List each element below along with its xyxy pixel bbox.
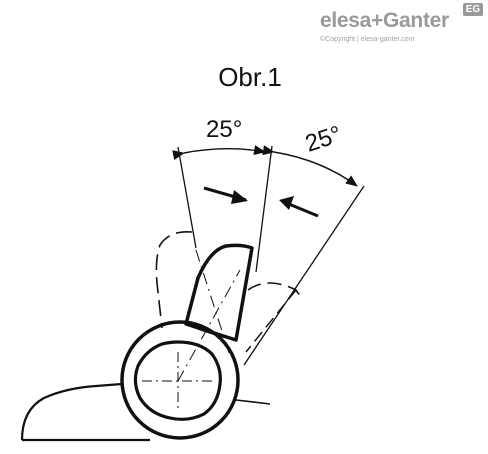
base-plate-right — [235, 399, 271, 405]
brand-logo: elesa+Ganter EG ©Copyright | elesa-gante… — [320, 3, 485, 53]
dimension-arc-left — [172, 145, 266, 160]
extension-line-left — [177, 146, 197, 249]
angle-label-left: 25° — [206, 116, 243, 143]
motion-arrow-right-head — [279, 196, 294, 210]
figure-title: Obr.1 — [218, 62, 282, 92]
extension-line-right — [243, 185, 365, 366]
copyright-notice: ©Copyright | elesa-ganter.com — [320, 36, 415, 43]
lever-body — [184, 243, 254, 342]
hex-bore — [133, 340, 222, 421]
motion-arrow-left-head — [231, 190, 248, 204]
centerline-lever — [177, 269, 241, 382]
extension-line-center — [255, 145, 273, 273]
phantom-lever-left — [155, 230, 193, 329]
logo-wordmark: elesa+Ganter — [320, 9, 449, 32]
lever-base-edge — [185, 323, 237, 341]
phantom-lever-right-edge — [245, 289, 297, 353]
logo-badge: EG — [463, 3, 483, 16]
base-plate-left — [20, 382, 123, 441]
hub-outer-circle — [120, 320, 240, 440]
centerline-phantom — [195, 249, 231, 357]
dimension-arc-right — [262, 145, 358, 187]
